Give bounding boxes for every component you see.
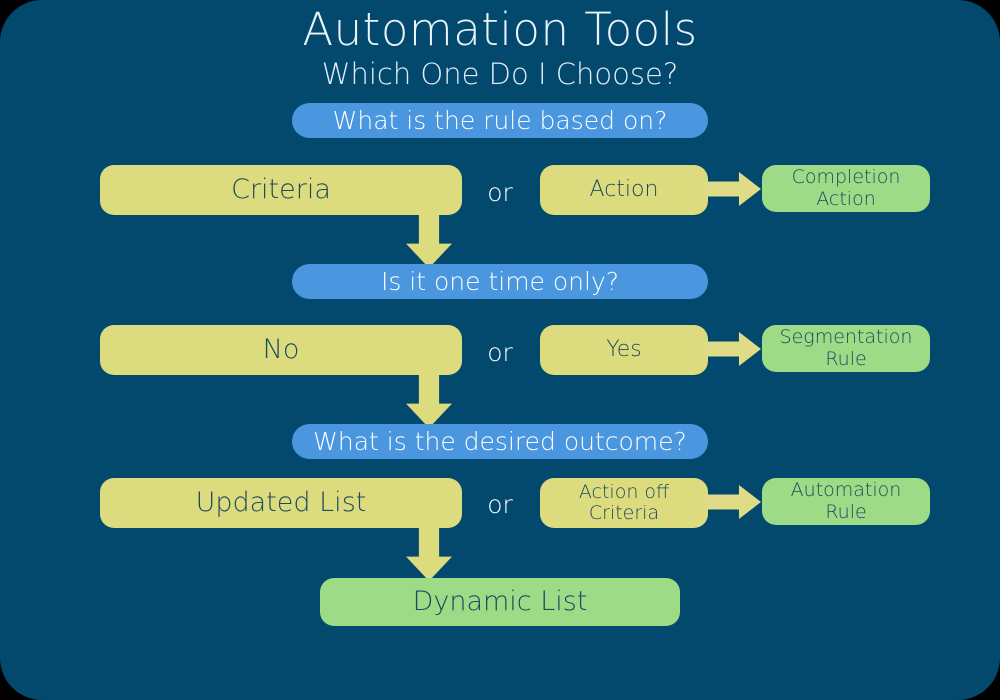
result-line-2: Rule: [825, 347, 867, 370]
arrow-right-icon-1: [703, 172, 761, 206]
arrow-right-icon-3: [703, 485, 761, 519]
option-box-action[interactable]: Action: [540, 165, 708, 215]
result-line-1: Segmentation: [779, 326, 913, 349]
result-line-2: Action: [816, 187, 876, 210]
arrow-down-icon-1: [406, 210, 452, 268]
result-box-automation-rule: Automation Rule: [762, 478, 930, 525]
result-line-2: Rule: [825, 500, 867, 523]
option-box-updated-list[interactable]: Updated List: [100, 478, 462, 528]
question-pill-desired-outcome: What is the desired outcome?: [292, 424, 708, 459]
question-pill-rule-based-on: What is the rule based on?: [292, 103, 708, 138]
arrow-down-icon-3: [406, 523, 452, 581]
or-separator-2: or: [487, 338, 513, 367]
result-box-completion-action: Completion Action: [762, 165, 930, 212]
option-line-1: Action off: [578, 480, 670, 503]
option-box-no[interactable]: No: [100, 325, 462, 375]
or-separator-3: or: [487, 490, 513, 519]
or-separator-1: or: [487, 178, 513, 207]
result-box-segmentation-rule: Segmentation Rule: [762, 325, 930, 372]
result-box-dynamic-list: Dynamic List: [320, 578, 680, 626]
arrow-right-icon-2: [703, 332, 761, 366]
option-line-2: Criteria: [588, 502, 660, 524]
question-pill-one-time-only: Is it one time only?: [292, 264, 708, 299]
option-box-action-off-criteria[interactable]: Action off Criteria: [540, 478, 708, 528]
result-line-1: Automation: [790, 479, 902, 502]
result-line-1: Completion: [791, 166, 901, 189]
arrow-down-icon-2: [406, 370, 452, 428]
page-title: Automation Tools: [302, 3, 698, 56]
option-box-yes[interactable]: Yes: [540, 325, 708, 375]
page-subtitle: Which One Do I Choose?: [321, 57, 679, 91]
option-box-criteria[interactable]: Criteria: [100, 165, 462, 215]
